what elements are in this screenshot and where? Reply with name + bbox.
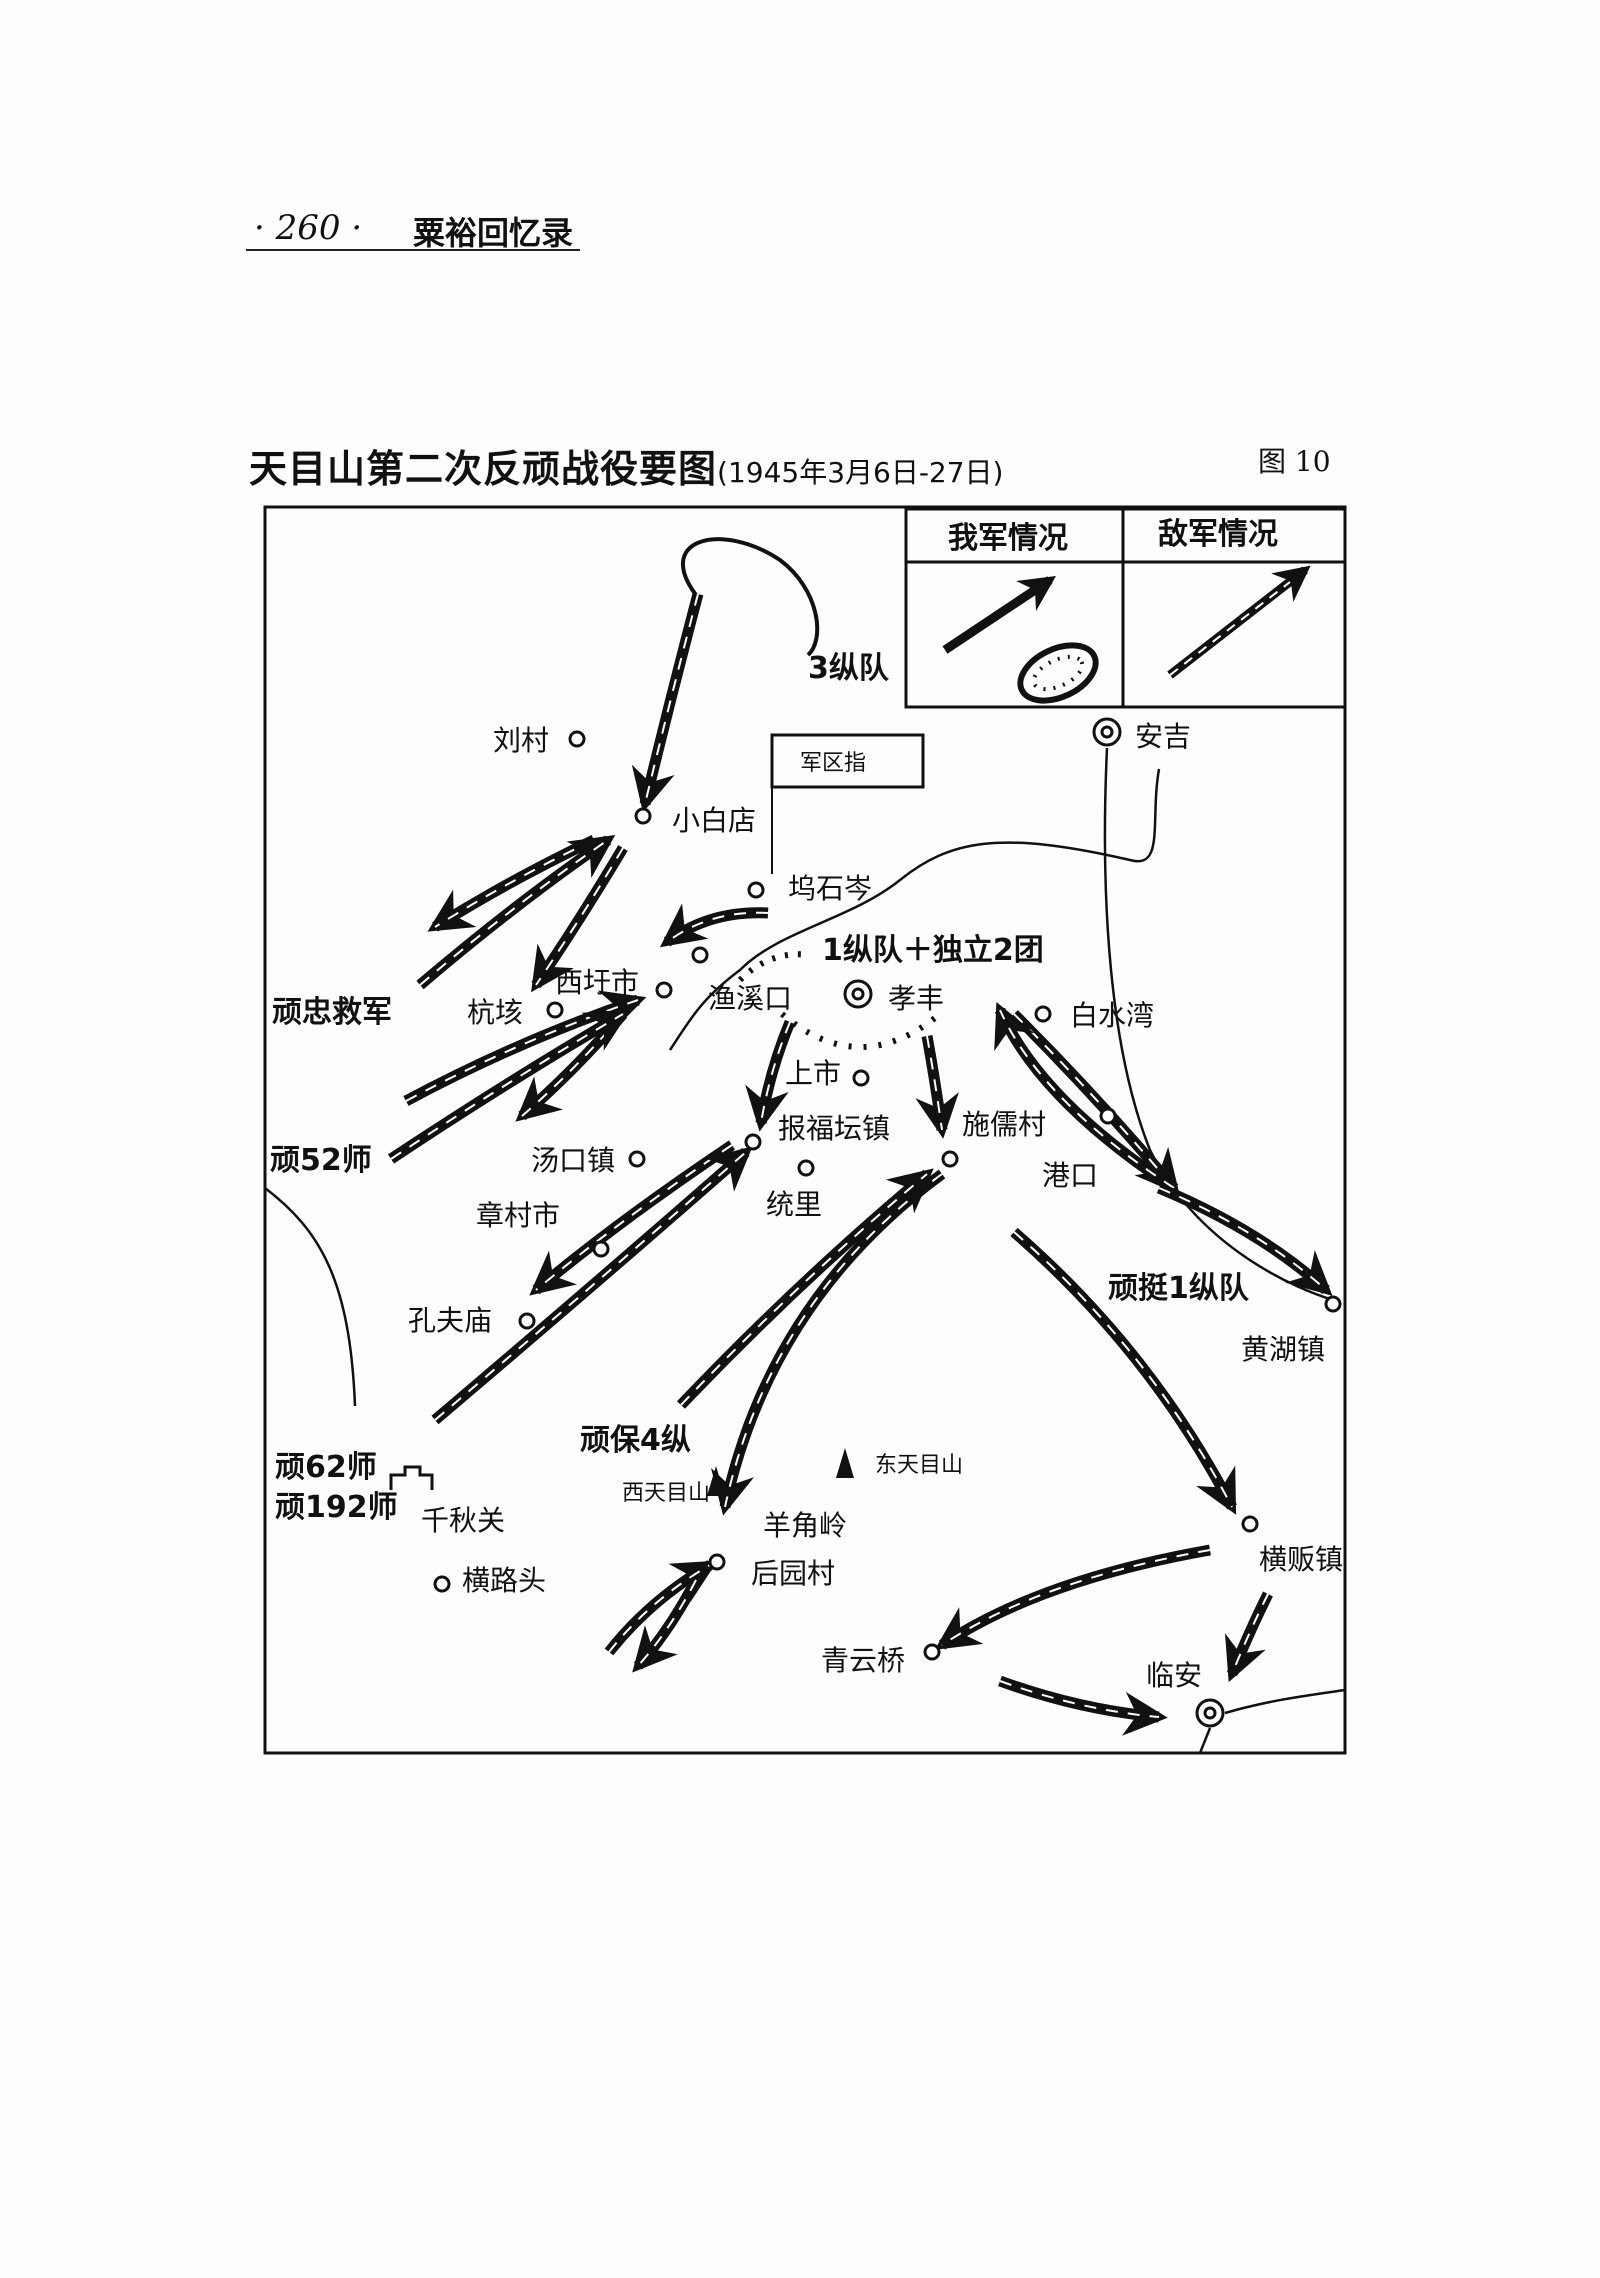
village-marker [592, 1240, 610, 1258]
place-huanghu: 黄湖镇 [1241, 1333, 1325, 1366]
place-xiweishi: 西圩市 [555, 966, 639, 999]
place-yangjiaoling: 羊角岭 [763, 1509, 847, 1542]
unit-label-g52: 顽52师 [270, 1143, 372, 1178]
village-marker [568, 730, 586, 748]
village-marker [1241, 1515, 1259, 1533]
pass-icon [389, 1465, 434, 1490]
mountain-icon [707, 1466, 725, 1496]
legend-ours-label: 我军情况 [948, 521, 1068, 556]
place-tangkou: 汤口镇 [531, 1144, 615, 1177]
unit-label-g192: 顽192师 [275, 1490, 398, 1525]
village-marker [708, 1553, 726, 1571]
town-marker [1092, 717, 1122, 747]
unit-label-g62: 顽62师 [275, 1450, 377, 1485]
place-dongtianmu: 东天目山 [875, 1453, 963, 1478]
place-xiaofeng: 孝丰 [888, 982, 944, 1015]
movement-arrow [998, 1675, 1168, 1736]
town-marker [1195, 1698, 1225, 1728]
book-title: 粟裕回忆录 [413, 214, 574, 252]
unit-loop [681, 537, 820, 657]
place-henglutou: 横路头 [462, 1564, 546, 1597]
figure-number: 图 10 [1258, 445, 1331, 478]
place-liucun: 刘村 [493, 724, 549, 757]
village-marker [1324, 1295, 1342, 1313]
place-qingyunqiao: 青云桥 [821, 1644, 905, 1677]
place-qianqiuguan: 千秋关 [421, 1504, 505, 1537]
map-date-range: (1945年3月6日-27日) [717, 456, 1004, 489]
place-markers [433, 717, 1342, 1728]
unit-label-col3: 3纵队 [808, 651, 890, 686]
place-zhangcun: 章村市 [476, 1199, 560, 1232]
village-marker [941, 1150, 959, 1168]
place-gangkou: 港口 [1042, 1159, 1098, 1192]
map-title: 天目山第二次反顽战役要图(1945年3月6日-27日) [249, 438, 1003, 493]
place-hengfan: 横贩镇 [1259, 1543, 1343, 1576]
village-marker [691, 946, 709, 964]
hq-flag-label: 军区指 [800, 751, 866, 776]
place-yuxikou: 渔溪口 [708, 982, 792, 1015]
legend-enemy-label: 敌军情况 [1158, 517, 1278, 552]
legend-ours-arrow [942, 576, 1056, 654]
unit-label-col1: 1纵队＋独立2团 [822, 933, 1044, 968]
mountain-icon [836, 1448, 854, 1478]
place-xitianmu: 西天目山 [622, 1481, 710, 1506]
village-marker [923, 1643, 941, 1661]
roads-rivers [264, 747, 1346, 1754]
village-marker [852, 1069, 870, 1087]
movement-arrow [934, 1544, 1211, 1650]
hq-flag [770, 733, 925, 789]
place-shangshi: 上市 [785, 1057, 841, 1090]
legend-ours-position [1017, 642, 1099, 704]
village-marker [546, 1001, 564, 1019]
place-linan: 临安 [1146, 1659, 1202, 1692]
place-tongli: 统里 [766, 1188, 822, 1221]
village-marker [797, 1159, 815, 1177]
place-kongfumiao: 孔夫庙 [408, 1304, 492, 1337]
unit-label-gt1: 顽挺1纵队 [1108, 1271, 1250, 1306]
page-number: · 260 · [254, 208, 363, 248]
village-marker [634, 807, 652, 825]
unit-label-gb4: 顽保4纵 [580, 1423, 691, 1458]
place-wushicen: 坞石岑 [788, 872, 872, 905]
village-marker [744, 1133, 762, 1151]
village-marker [1099, 1107, 1117, 1125]
legend-enemy-arrow [1167, 565, 1311, 679]
place-xiaobaidian: 小白店 [672, 804, 756, 837]
village-marker [433, 1575, 451, 1593]
village-marker [747, 881, 765, 899]
map-title-text: 天目山第二次反顽战役要图 [249, 447, 718, 491]
movement-arrows [387, 537, 1333, 1736]
legend: 我军情况 敌军情况 [904, 507, 1347, 709]
village-marker [518, 1312, 536, 1330]
village-marker [1034, 1005, 1052, 1023]
place-baishuiwan: 白水湾 [1070, 999, 1154, 1032]
unit-label-gzj: 顽忠救军 [272, 995, 392, 1030]
map-frame [263, 505, 1347, 1755]
place-hanggai: 杭垓 [467, 996, 523, 1029]
header-rule [246, 249, 580, 251]
village-marker [628, 1150, 646, 1168]
place-baofutan: 报福坛镇 [778, 1112, 890, 1145]
town-marker [843, 979, 873, 1009]
village-marker [655, 981, 673, 999]
place-anji: 安吉 [1135, 720, 1191, 753]
place-shirucun: 施儒村 [962, 1108, 1046, 1141]
place-houyuancun: 后园村 [751, 1557, 835, 1590]
